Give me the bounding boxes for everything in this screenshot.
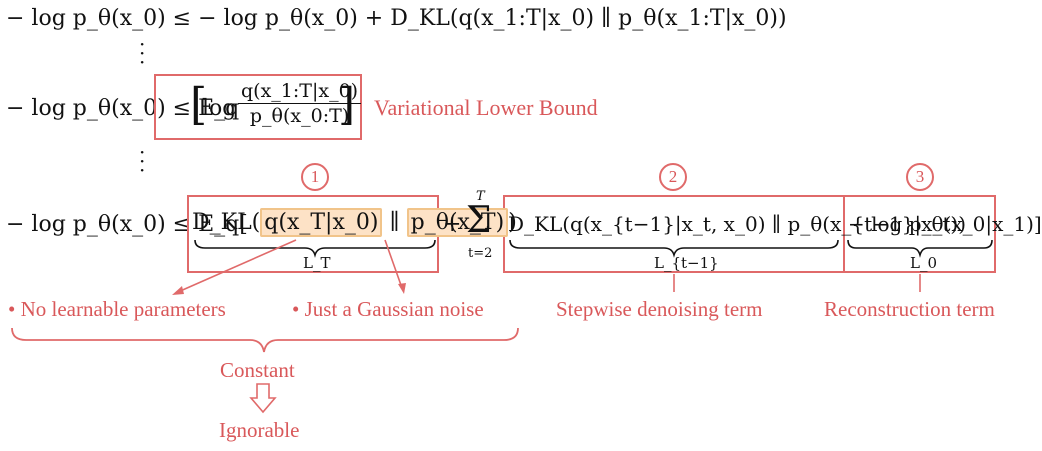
- label-l-t: L_T: [303, 254, 331, 272]
- arrow-no-params: [177, 239, 297, 293]
- underbrace-1: [194, 239, 436, 258]
- annotation-recon: Reconstruction term: [824, 297, 995, 321]
- term-number-2: 2: [659, 163, 687, 191]
- term-1-parallel: ∥: [389, 210, 400, 235]
- vlb-right-bracket: ]: [338, 79, 356, 130]
- arrow-no-params-head: [172, 286, 184, 295]
- vlb-label: Variational Lower Bound: [374, 95, 598, 120]
- term-number-3: 3: [906, 163, 934, 191]
- underbrace-3: [847, 239, 993, 258]
- equation-line-1: − log p_θ(x_0) ≤ − log p_θ(x_0) + D_KL(q…: [6, 6, 787, 31]
- term-number-1: 1: [301, 163, 329, 191]
- arrow-gauss-head: [398, 283, 406, 294]
- underbrace-2: [509, 239, 839, 258]
- term-1-close: ): [508, 210, 517, 235]
- vlb-numerator: q(x_1:T|x_0): [238, 80, 362, 104]
- vlb-fraction: q(x_1:T|x_0) p_θ(x_0:T): [238, 80, 362, 127]
- equation-line-3-lhs: − log p_θ(x_0) ≤ E_q[: [6, 212, 248, 237]
- sum-upper-limit: T: [476, 189, 485, 204]
- bullet-2: •: [292, 297, 300, 321]
- vlb-left-bracket: [: [190, 79, 208, 130]
- sum-lower-limit: t=2: [468, 246, 493, 261]
- sum-symbol: Σ: [466, 200, 492, 241]
- vlb-denominator: p_θ(x_0:T): [249, 105, 350, 127]
- label-l-0: L_0: [910, 254, 938, 272]
- term-1: D_KL(q(x_T|x_0) ∥ p_θ(x_T)): [192, 208, 517, 237]
- arrow-gauss: [384, 239, 403, 289]
- annotation-constant: Constant: [220, 358, 295, 382]
- gauss-text: Just a Gaussian noise: [304, 297, 484, 321]
- vlb-log: log: [202, 96, 237, 121]
- vertical-ellipsis-2: ···: [139, 140, 146, 182]
- annotation-ignorable: Ignorable: [219, 418, 300, 442]
- term-2: D_KL(q(x_{t−1}|x_t, x_0) ∥ p_θ(x_{t−1}|x…: [508, 212, 966, 236]
- vertical-ellipsis-1: ···: [139, 32, 146, 74]
- equation-line-2-lhs: − log p_θ(x_0) ≤ E_q: [6, 96, 240, 121]
- annotation-no-params: • No learnable parameters: [8, 297, 226, 322]
- term-3: − log p_θ(x_0|x_1)]: [848, 212, 1042, 236]
- term-3-box: [843, 195, 996, 273]
- constant-brace: [11, 327, 519, 353]
- label-l-t-minus-1: L_{t−1}: [654, 254, 719, 272]
- no-params-text: No learnable parameters: [20, 297, 226, 321]
- term-1-q-highlight: q(x_T|x_0): [260, 208, 383, 237]
- vlb-box: [154, 74, 362, 140]
- annotation-stepwise: Stepwise denoising term: [556, 297, 763, 321]
- bullet-1: •: [8, 297, 16, 321]
- term-1-p-highlight: p_θ(x_T): [406, 208, 509, 237]
- hollow-down-arrow: [249, 383, 277, 414]
- plus-sign: +: [443, 212, 462, 237]
- term-1-dkl: D_KL(: [192, 210, 261, 235]
- annotation-gauss: • Just a Gaussian noise: [292, 297, 484, 322]
